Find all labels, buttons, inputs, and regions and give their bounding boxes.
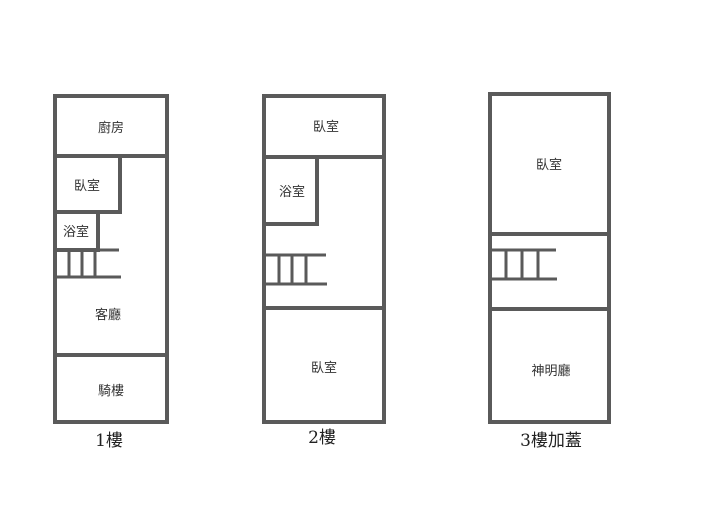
floor-1-staircase bbox=[55, 248, 121, 279]
floor-caption-2f: 2樓 bbox=[308, 428, 336, 448]
floor-plan-1f: 廚房 臥室 浴室 客廳 騎樓 1樓 bbox=[53, 94, 169, 451]
floor-2-bathroom-wall bbox=[262, 155, 319, 226]
room-label-bedroom: 臥室 bbox=[74, 178, 100, 194]
floor-caption-3f: 3樓加蓋 bbox=[520, 431, 582, 451]
floor-plan-3f: 臥室 神明廳 3樓加蓋 bbox=[488, 92, 611, 451]
room-label-bedroom-rear: 臥室 bbox=[311, 360, 337, 376]
floor-2-outer-wall bbox=[262, 94, 386, 424]
room-label-arcade: 騎樓 bbox=[98, 384, 124, 399]
floor-1-bedroom-wall bbox=[53, 154, 122, 214]
floor-3-staircase bbox=[490, 248, 557, 281]
room-label-shrine-room: 神明廳 bbox=[531, 363, 570, 379]
room-label-bathroom: 浴室 bbox=[279, 184, 305, 200]
floor-plan-2f: 臥室 浴室 臥室 2樓 bbox=[262, 94, 386, 448]
floor-3-outer-wall bbox=[488, 92, 611, 424]
room-label-living-room: 客廳 bbox=[95, 307, 121, 323]
room-label-kitchen: 廚房 bbox=[98, 120, 124, 136]
floor-1-outer-wall bbox=[53, 94, 169, 424]
floor-2-staircase bbox=[264, 253, 327, 286]
room-label-bedroom: 臥室 bbox=[536, 157, 562, 173]
room-label-bathroom: 浴室 bbox=[63, 224, 89, 240]
floor-caption-1f: 1樓 bbox=[95, 431, 123, 451]
room-label-bedroom-front: 臥室 bbox=[313, 119, 339, 135]
